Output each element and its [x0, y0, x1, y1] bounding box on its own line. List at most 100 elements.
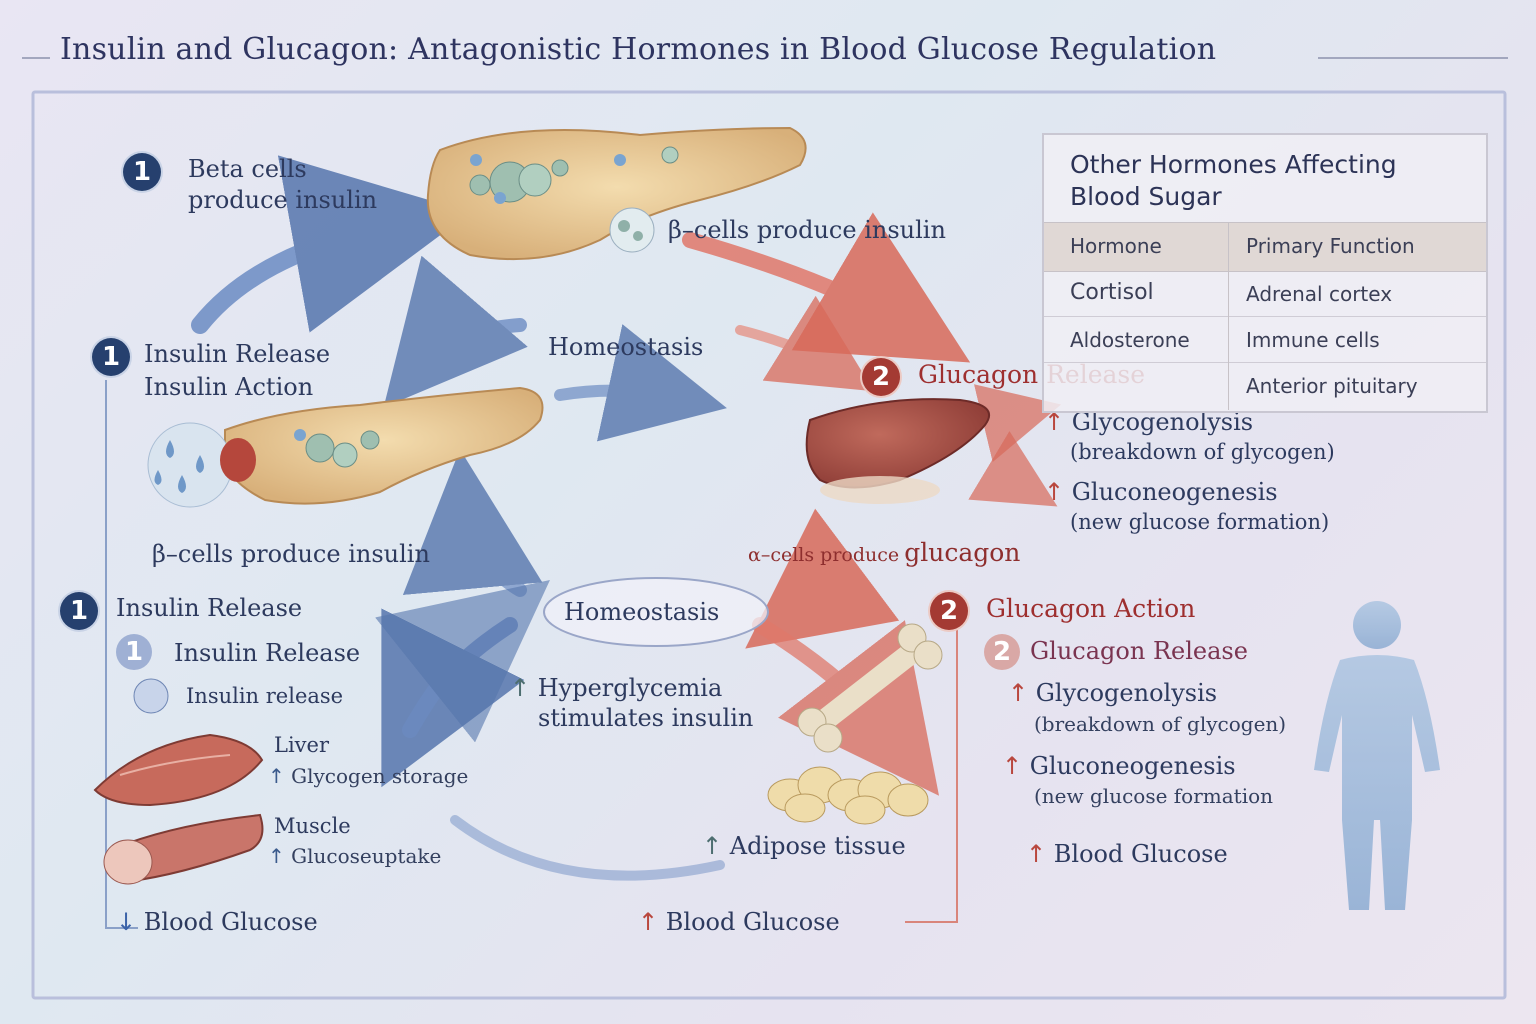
adipose-illustration	[767, 766, 929, 825]
left-panel-heading: Insulin Release	[116, 594, 303, 622]
arrow-center-up	[402, 449, 543, 597]
right-item-2-desc: (new glucose formation	[1034, 784, 1274, 808]
arrow-glycogenolysis	[973, 384, 1062, 463]
arrow-to-liver	[554, 324, 727, 442]
liver-tissue-illustration	[93, 733, 264, 807]
bottom-blood-glucose-text: Blood Glucose	[665, 908, 840, 936]
alpha-cells-label: α–cells produce glucagon	[748, 538, 1020, 567]
adipose-label: ↑ Adipose tissue	[702, 832, 906, 860]
right-item-1: ↑ Glycogenolysis	[1008, 679, 1217, 707]
liver-effect-2-name: Gluconeogenesis	[1071, 478, 1278, 506]
right-blood-glucose-text: Blood Glucose	[1053, 840, 1228, 868]
up-arrow-icon: ↑	[1008, 679, 1029, 707]
arrow-to-homeostasis	[745, 508, 900, 649]
liver-effect-2: ↑ Gluconeogenesis	[1044, 478, 1278, 506]
right-blood-glucose: ↑ Blood Glucose	[1026, 840, 1228, 868]
arrow-bottom-loop	[450, 815, 725, 881]
right-panel-sub: Glucagon Release	[1030, 637, 1248, 665]
muscle-effect: ↑ Glucoseuptake	[268, 844, 441, 868]
beta-cells-label-line1: Beta cells	[188, 155, 307, 183]
liver-illustration	[805, 398, 991, 504]
table-divider	[1228, 222, 1229, 410]
table-cell: Adrenal cortex	[1246, 282, 1393, 306]
table-cell: Immune cells	[1246, 328, 1380, 352]
bottom-blood-glucose: ↑ Blood Glucose	[638, 908, 840, 936]
insulin-action-title: Insulin Action	[144, 373, 314, 401]
mid-pancreas-label: β–cells produce insulin	[152, 540, 430, 568]
table-caption-line2: Blood Sugar	[1070, 182, 1222, 211]
homeostasis-top-label: Homeostasis	[548, 333, 704, 361]
right-bracket	[905, 620, 958, 923]
table-header-row: Hormone Primary Function	[1044, 222, 1486, 272]
table-caption-line1: Other Hormones Affecting	[1070, 150, 1397, 179]
pancreas-mid-illustration	[147, 386, 544, 508]
right-panel-badge: 2	[930, 592, 968, 630]
arrow-to-glucagon	[682, 212, 971, 363]
homeostasis-oval	[543, 577, 769, 647]
table-caption: Other Hormones Affecting Blood Sugar	[1070, 149, 1397, 213]
muscle-effect-text: Glucoseuptake	[291, 844, 442, 868]
liver-effect-1-desc: (breakdown of glycogen)	[1070, 440, 1335, 464]
left-panel-sub: Insulin Release	[174, 639, 361, 667]
right-item-2-name: Gluconeogenesis	[1029, 752, 1236, 780]
down-arrow-icon: ↓	[116, 908, 137, 936]
up-arrow-icon: ↑	[268, 844, 285, 868]
insulin-release-title: Insulin Release	[144, 340, 331, 368]
insulin-release-icon	[133, 678, 169, 714]
homeostasis-center-label: Homeostasis	[564, 598, 720, 626]
arrow-down-right	[752, 617, 940, 796]
table-cell: Anterior pituitary	[1246, 374, 1418, 398]
up-arrow-icon: ↑	[702, 832, 723, 860]
left-panel-icon-item: Insulin release	[186, 684, 344, 708]
up-arrow-icon: ↑	[510, 674, 531, 702]
table-header-function: Primary Function	[1246, 234, 1415, 258]
page-title: Insulin and Glucagon: Antagonistic Hormo…	[60, 32, 1217, 67]
hyperglycemia-line2: stimulates insulin	[538, 704, 754, 732]
beta-cells-label-line2: produce insulin	[188, 186, 378, 214]
outer-frame	[31, 90, 1507, 1000]
alpha-cells-word: glucagon	[904, 538, 1021, 567]
pancreas-top-illustration	[426, 126, 807, 261]
table-row: Aldosterone Immune cells	[1044, 317, 1486, 363]
up-arrow-icon: ↑	[1044, 408, 1065, 436]
up-arrow-icon: ↑	[638, 908, 659, 936]
arrow-gluconeogenesis	[968, 431, 1058, 507]
insulin-release-badge: 1	[92, 338, 130, 376]
arrow-up-right	[375, 580, 550, 743]
hyperglycemia-text: Hyperglycemia	[537, 674, 723, 702]
bone-illustration	[797, 623, 943, 753]
table-header-hormone: Hormone	[1070, 234, 1162, 258]
top-pancreas-label: β–cells produce insulin	[668, 216, 946, 244]
table-row: Cortisol Adrenal cortex	[1044, 271, 1486, 317]
left-bracket	[105, 380, 138, 929]
other-hormones-table: Other Hormones Affecting Blood Sugar Hor…	[1042, 133, 1488, 413]
arrow-glucagon-release	[735, 295, 874, 392]
step-badge: 1	[123, 153, 161, 191]
right-panel-sub-badge: 2	[984, 634, 1020, 670]
liver-effect-2-desc: (new glucose formation)	[1070, 510, 1330, 534]
arrow-homeostasis-left	[383, 255, 528, 408]
arrow-up-to-pancreas	[191, 155, 471, 334]
glucagon-release-badge: 2	[862, 358, 900, 396]
up-arrow-icon: ↑	[1044, 478, 1065, 506]
liver-title: Liver	[274, 733, 329, 757]
liver-effect-text: Glycogen storage	[291, 764, 469, 788]
left-panel-sub-badge: 1	[116, 634, 152, 670]
up-arrow-icon: ↑	[268, 764, 285, 788]
table-cell: Aldosterone	[1070, 328, 1190, 352]
right-item-1-name: Glycogenolysis	[1035, 679, 1218, 707]
right-item-1-desc: (breakdown of glycogen)	[1034, 712, 1287, 736]
left-blood-glucose-text: Blood Glucose	[143, 908, 318, 936]
left-blood-glucose: ↓ Blood Glucose	[116, 908, 318, 936]
muscle-title: Muscle	[274, 814, 351, 838]
right-panel-heading: Glucagon Action	[986, 594, 1196, 623]
table-row: Anterior pituitary	[1044, 363, 1486, 408]
alpha-cells-prefix: α–cells produce	[748, 544, 900, 566]
human-body-illustration	[1314, 601, 1440, 910]
hyperglycemia-line1: ↑ Hyperglycemia	[510, 674, 722, 702]
muscle-illustration	[103, 813, 264, 885]
up-arrow-icon: ↑	[1002, 752, 1023, 780]
liver-effect: ↑ Glycogen storage	[268, 764, 468, 788]
up-arrow-icon: ↑	[1026, 840, 1047, 868]
